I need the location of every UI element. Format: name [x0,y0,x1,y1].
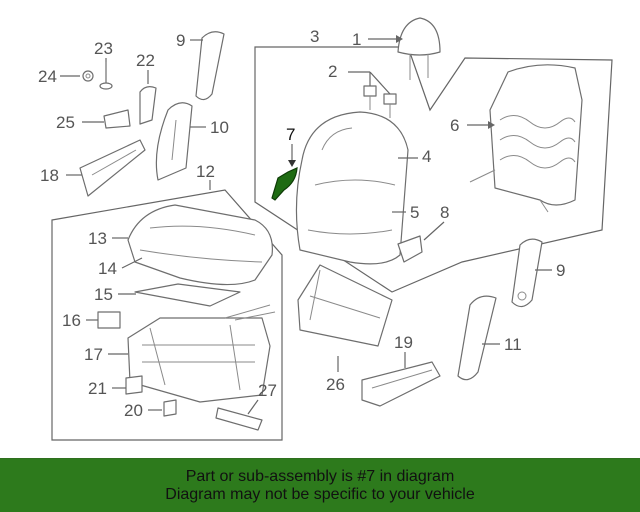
callout-23: 23 [94,39,113,58]
part-18-trim-panel[interactable] [79,139,146,197]
callout-2: 2 [328,62,337,81]
callout-13: 13 [88,229,107,248]
callout-25: 25 [56,113,75,132]
callout-5: 5 [410,203,419,222]
part-26-storage-tray[interactable] [297,264,393,347]
part-seat-back-cover[interactable] [295,111,409,265]
part-15-cushion-pad[interactable] [134,283,241,307]
part-headrest[interactable] [397,17,441,80]
part-17-cushion-frame[interactable] [127,304,276,403]
part-24-washer[interactable] [82,70,94,82]
seat-cushion-assembly-box [51,189,283,441]
callout-4: 4 [422,147,431,166]
part-7-highlighted[interactable] [271,167,298,201]
callout-6: 6 [450,116,459,135]
part-27-rail-cover[interactable] [215,407,263,431]
part-11-side-cover[interactable] [457,295,497,381]
part-seat-back-frame[interactable] [469,64,583,213]
banner-disclaimer: Diagram may not be specific to your vehi… [165,485,475,503]
callout-8: 8 [440,203,449,222]
part-10-side-shield[interactable] [155,102,193,181]
callout-21: 21 [88,379,107,398]
part-19-lower-cover[interactable] [361,361,441,407]
callout-16: 16 [62,311,81,330]
callout-14: 14 [98,259,117,278]
callout-9-right: 9 [556,261,565,280]
callout-27: 27 [258,381,277,400]
part-23-screw[interactable] [99,62,113,90]
callout-11: 11 [504,335,522,354]
callout-17: 17 [84,345,103,364]
callout-3: 3 [310,27,319,46]
callout-1: 1 [352,30,361,49]
part-21-cap[interactable] [125,375,143,395]
part-9-trim-cover-top[interactable] [195,31,225,101]
part-13-cushion-cover[interactable] [127,204,273,286]
callout-7: 7 [286,125,295,144]
callout-12: 12 [196,162,215,181]
part-9-trim-cover-right[interactable] [511,238,543,308]
part-8-bracket[interactable] [397,235,423,263]
callout-10: 10 [210,118,229,137]
banner-part-note: Part or sub-assembly is #7 in diagram [185,467,455,485]
callout-15: 15 [94,285,113,304]
callout-9-top: 9 [176,31,185,50]
callout-18: 18 [40,166,59,185]
callout-19: 19 [394,333,413,352]
part-25-clip[interactable] [103,109,131,129]
callout-20: 20 [124,401,143,420]
part-20-bracket[interactable] [163,399,177,417]
diagram-notice-banner: Part or sub-assembly is #7 in diagram Di… [0,458,640,512]
callout-26: 26 [326,375,345,394]
part-16-clip[interactable] [97,311,121,329]
callout-22: 22 [136,51,155,70]
part-22-lever-cover[interactable] [139,86,157,125]
callout-24: 24 [38,67,57,86]
parts-diagram: 1 2 3 4 5 6 7 8 9 9 10 11 12 13 14 15 16… [38,17,613,441]
